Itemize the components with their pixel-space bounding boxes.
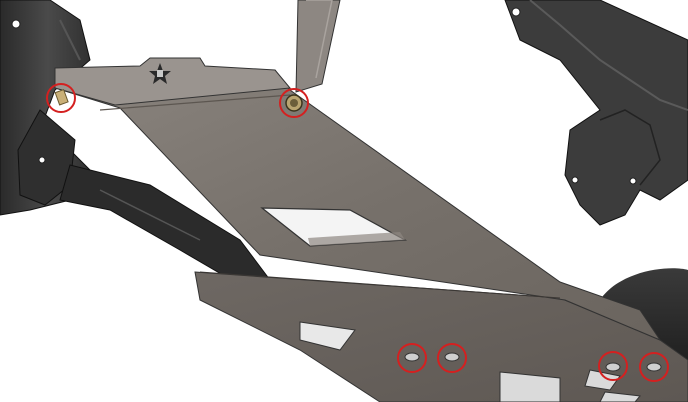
- bolt-icon: [404, 352, 662, 372]
- callout-bottom-bolt-3: [598, 351, 628, 381]
- right-control-arm: [504, 0, 688, 226]
- star-logo: [149, 63, 171, 84]
- callout-left-bracket-bolt: [46, 83, 76, 113]
- upright-tab: [295, 0, 341, 93]
- callout-bottom-bolt-1: [397, 343, 427, 373]
- bolt-icon: [285, 94, 303, 112]
- callout-bottom-bolt-2: [437, 343, 467, 373]
- callout-bottom-bolt-4: [639, 352, 669, 382]
- callout-top-right-bolt: [279, 88, 309, 118]
- main-plate: [54, 57, 662, 342]
- left-frame: [0, 0, 96, 216]
- bolt-icon: [54, 89, 69, 106]
- lower-plate: [194, 271, 688, 402]
